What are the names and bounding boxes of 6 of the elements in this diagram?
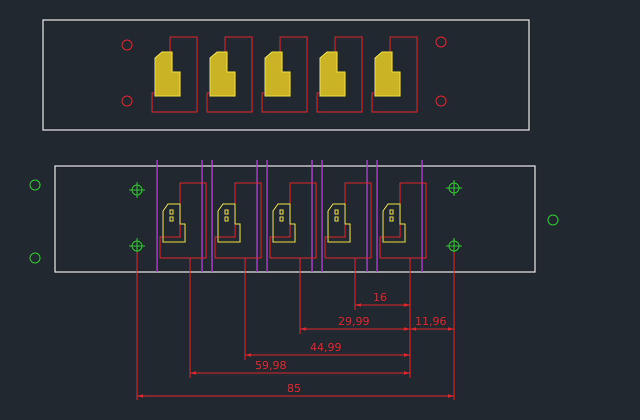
dimension-value: 59,98 bbox=[255, 360, 286, 372]
dimension-value: 85 bbox=[287, 383, 301, 395]
dimension-value: 44,99 bbox=[310, 342, 342, 354]
dimension-value: 16 bbox=[373, 292, 387, 304]
dimension-value: 29,99 bbox=[338, 316, 370, 328]
dimension-value: 11,96 bbox=[415, 316, 446, 328]
